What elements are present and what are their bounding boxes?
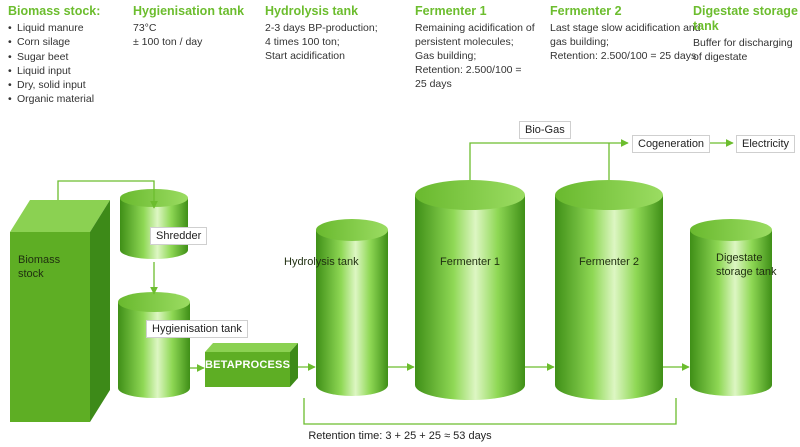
col-line: Buffer for discharging [693, 37, 793, 49]
biomass-stock-box [10, 200, 110, 422]
col-hydrolysis: Hydrolysis tank 2-3 days BP-production; … [265, 4, 378, 63]
digestate-label-line: Digestate [716, 252, 763, 264]
col-title: Hydrolysis tank [265, 4, 359, 18]
fermenter-1-label: Fermenter 1 [440, 256, 500, 268]
col-title: Fermenter 1 [415, 4, 487, 18]
col-line: 4 times 100 ton; [265, 36, 340, 48]
col-title: Biomass stock: [8, 4, 101, 18]
col-line: Last stage slow acidification and [550, 22, 701, 34]
digestate-storage-label: Digestate storage tank [716, 251, 798, 279]
col-fermenter-2: Fermenter 2 Last stage slow acidificatio… [550, 4, 701, 63]
bullet-item: Corn silage [8, 35, 100, 49]
hygienisation-tank-label: Hygienisation tank [146, 320, 248, 338]
cogeneration-label: Cogeneration [632, 135, 711, 153]
col-line: Gas building; [415, 50, 477, 62]
col-title: Hygienisation tank [133, 4, 245, 18]
hygienisation-cylinder [118, 292, 190, 398]
retention-time-text: Retention time: 3 + 25 + 25 ≈ 53 days [308, 430, 492, 442]
col-line: 25 days [415, 78, 452, 90]
biomass-stock-label: Biomass stock [18, 253, 78, 281]
col-line: Retention: 2.500/100 = [415, 64, 522, 76]
col-line: ± 100 ton / day [133, 36, 203, 48]
digestate-storage-cylinder [690, 219, 772, 396]
col-title: Fermenter 2 [550, 4, 622, 18]
electricity-label: Electricity [736, 135, 796, 153]
hydrolysis-tank-label: Hydrolysis tank [284, 256, 359, 268]
col-line: Retention: 2.500/100 = 25 days [550, 50, 697, 62]
arrow-biomass-to-shredder [57, 180, 158, 209]
col-biomass-stock: Biomass stock: Liquid manure Corn silage… [8, 4, 100, 107]
fermenter-1-cylinder [415, 180, 525, 400]
col-line: Start acidification [265, 50, 345, 62]
bullet-item: Organic material [8, 92, 100, 106]
betaprocess-label: BETAPROCESS [205, 359, 291, 371]
digestate-label-line: storage tank [716, 266, 777, 278]
col-line: 2-3 days BP-production; [265, 22, 378, 34]
biomass-label-line: Biomass [18, 254, 61, 266]
col-line: of digestate [693, 51, 748, 63]
bullet-item: Liquid input [8, 64, 100, 78]
betaprocess-box [205, 343, 298, 387]
hydrolysis-cylinder [316, 219, 388, 396]
col-line: persistent molecules; [415, 36, 514, 48]
retention-bracket [303, 398, 677, 425]
col-line: 73°C [133, 22, 157, 34]
bullet-item: Sugar beet [8, 50, 100, 64]
col-title: Digestate storage tank [693, 4, 798, 33]
biomass-label-line: stock [18, 268, 44, 280]
fermenter-2-cylinder [555, 180, 663, 400]
bullet-item: Dry, solid input [8, 78, 100, 92]
arrow-biogas-to-cogeneration [469, 139, 629, 180]
col-hygienisation: Hygienisation tank 73°C ± 100 ton / day [133, 4, 244, 49]
flow-arrows [57, 139, 734, 425]
bullet-item: Liquid manure [8, 21, 100, 35]
col-fermenter-1: Fermenter 1 Remaining acidification of p… [415, 4, 535, 91]
col-line: gas building; [550, 36, 609, 48]
fermenter-2-label: Fermenter 2 [579, 256, 639, 268]
col-line: Remaining acidification of [415, 22, 535, 34]
col-digestate: Digestate storage tank Buffer for discha… [693, 4, 798, 64]
biogas-label: Bio-Gas [519, 121, 571, 139]
shredder-label: Shredder [150, 227, 208, 245]
